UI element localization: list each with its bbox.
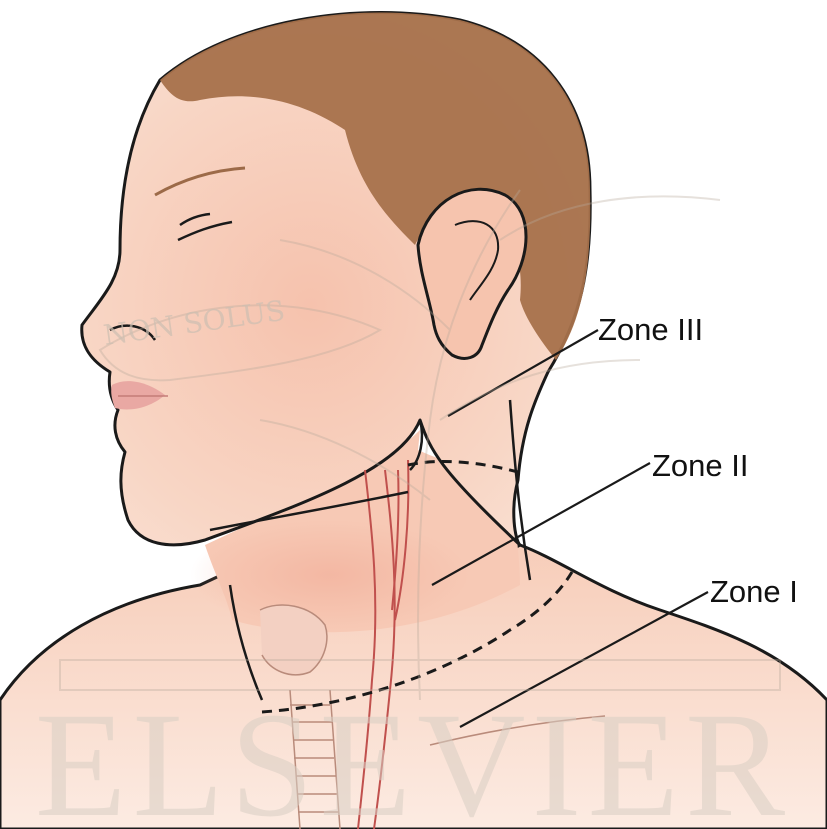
label-zone-3: Zone III [598,314,703,345]
neck-shadow [190,520,470,630]
label-zone-2: Zone II [652,450,749,481]
label-zone-1: Zone I [710,576,798,607]
watermark-publisher: ELSEVIER [35,682,791,829]
